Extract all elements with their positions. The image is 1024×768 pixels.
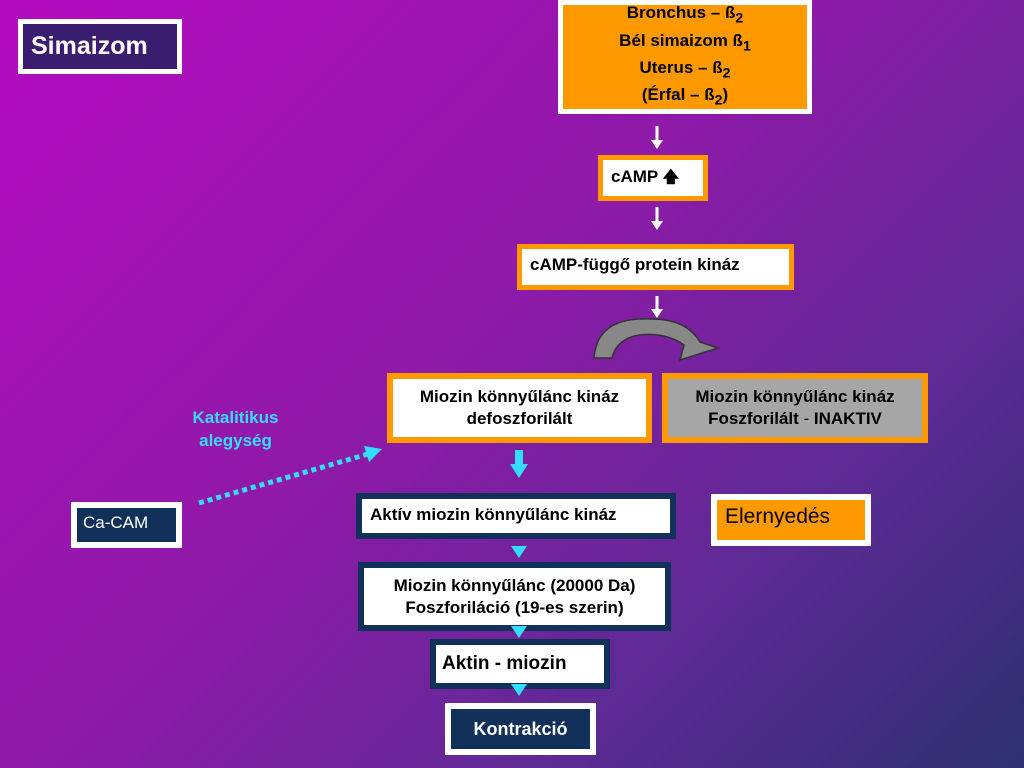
- dotted-arrow-cacam-to-mlck: [198, 446, 382, 506]
- cyan-arrow-aktin-to-kontrakcio: [511, 684, 527, 696]
- receptor-uterus: Uterus – ß2: [639, 58, 731, 82]
- up-arrow-icon: 🡅: [662, 169, 680, 186]
- lanc-line1: Miozin könnyűlánc (20000 Da): [393, 575, 636, 595]
- mlck-fosz-line2: Foszforilált - INAKTIV: [708, 409, 882, 428]
- receptor-box: Bronchus – ß2 Bél simaizom ß1 Uterus – ß…: [558, 0, 812, 114]
- cyan-arrow-aktiv-to-lanc: [511, 546, 527, 558]
- cyan-arrow-lanc-to-aktin: [511, 626, 527, 638]
- mlck-foszforilalt-box: Miozin könnyűlánc kináz Foszforilált - I…: [662, 373, 928, 443]
- arrow-pka-down: [651, 296, 663, 318]
- page-title: Simaizom: [23, 24, 177, 69]
- mlck-defosz-line1: Miozin könnyűlánc kináz: [419, 387, 620, 406]
- aktin-miozin-label: Aktin - miozin: [436, 645, 604, 683]
- mlck-defosz-line2: defoszforilált: [466, 409, 573, 428]
- elernyedes-box: Elernyedés: [711, 494, 871, 546]
- ca-cam-box: Ca-CAM: [71, 502, 182, 548]
- arrow-receptor-to-camp: [651, 126, 663, 149]
- mlck-defoszforilalt-box: Miozin könnyűlánc kináz defoszforilált: [387, 373, 652, 443]
- receptor-bel-simaizom: Bél simaizom ß1: [619, 30, 751, 54]
- kontrakcio-label: Kontrakció: [451, 709, 590, 749]
- kontrakcio-box: Kontrakció: [445, 703, 596, 755]
- aktiv-mlck-label: Aktív miozin könnyűlánc kináz: [362, 499, 670, 533]
- aktiv-mlck-box: Aktív miozin könnyűlánc kináz: [356, 493, 676, 539]
- camp-label: cAMP: [611, 167, 658, 186]
- lanc-line2: Foszforiláció (19-es szerin): [405, 597, 624, 617]
- camp-box: cAMP 🡅: [598, 155, 708, 201]
- curved-gray-arrow-icon: [593, 318, 721, 362]
- cyan-arrow-defosz-to-aktiv: [510, 450, 528, 478]
- receptor-bronchus: Bronchus – ß2: [626, 3, 744, 27]
- pka-box: cAMP-függő protein kináz: [517, 244, 794, 290]
- arrow-camp-to-pka: [651, 207, 663, 230]
- katalitikus-alegyseg-label: Katalitikus alegység: [192, 408, 279, 450]
- mlck-fosz-line1: Miozin könnyűlánc kináz: [695, 387, 895, 406]
- receptor-erfal: (Érfal – ß2): [641, 85, 729, 109]
- miozin-lanc-box: Miozin könnyűlánc (20000 Da) Foszforilác…: [358, 562, 671, 631]
- ca-cam-label: Ca-CAM: [77, 508, 176, 542]
- title-frame: Simaizom: [18, 19, 182, 74]
- elernyedes-label: Elernyedés: [717, 500, 865, 540]
- aktin-miozin-box: Aktin - miozin: [430, 639, 610, 689]
- pka-label: cAMP-függő protein kináz: [522, 249, 789, 285]
